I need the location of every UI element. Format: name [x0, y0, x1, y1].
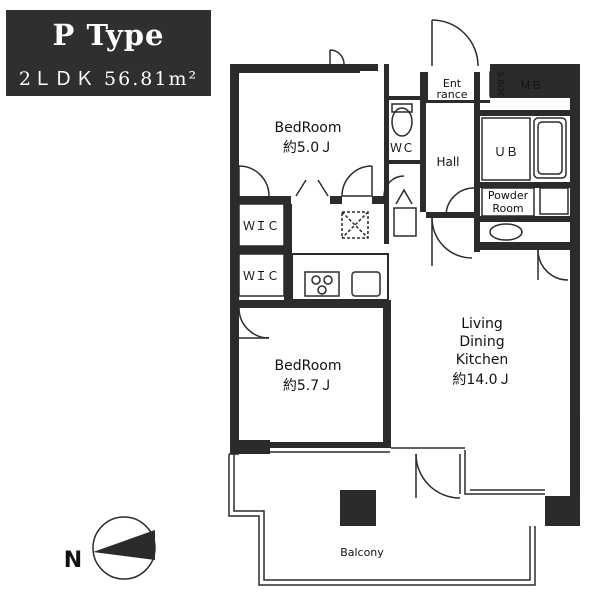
doors	[238, 19, 569, 499]
living-size: 約14.0Ｊ	[452, 372, 511, 388]
bedroom2-size: 約5.7Ｊ	[283, 378, 333, 394]
sbox-label: S.BOX	[496, 72, 505, 97]
balcony-pillar	[340, 490, 376, 526]
living-line2: Dining	[459, 334, 504, 350]
entrance-label-2: rance	[436, 88, 467, 101]
plan-type-badge: P Type 2ＬＤＫ 56.81m²	[6, 10, 211, 96]
compass-needle-icon	[93, 530, 155, 560]
window-lines	[239, 310, 578, 495]
ub-label: ＵＢ	[494, 145, 518, 159]
powder-label-1: Powder	[488, 189, 529, 202]
balcony	[228, 453, 536, 586]
living-line1: Living	[461, 316, 503, 332]
plan-type-title: P Type	[52, 18, 165, 52]
bedroom1-size: 約5.0Ｊ	[283, 140, 333, 156]
mb-label: ＭＢ	[520, 79, 542, 92]
bedroom2-name: BedRoom	[275, 358, 342, 374]
entrance-label-1: Ent	[443, 77, 462, 90]
compass: N	[64, 516, 156, 580]
plan-spec-label: 2ＬＤＫ 56.81m²	[18, 68, 199, 90]
wic1-label: ＷＩＣ	[243, 219, 279, 233]
interior-walls	[239, 72, 570, 448]
bedroom1-name: BedRoom	[275, 120, 342, 136]
hall-label: Hall	[436, 155, 459, 169]
living-line3: Kitchen	[456, 352, 509, 368]
fixtures	[238, 71, 569, 297]
balcony-label: Balcony	[340, 546, 384, 559]
powder-label-2: Room	[492, 202, 523, 215]
wic2-label: ＷＩＣ	[243, 269, 279, 283]
room-labels: BedRoom 約5.0Ｊ BedRoom 約5.7Ｊ Living Dinin…	[243, 72, 542, 559]
wc-label: ＷＣ	[390, 141, 414, 155]
north-label: N	[64, 548, 82, 573]
